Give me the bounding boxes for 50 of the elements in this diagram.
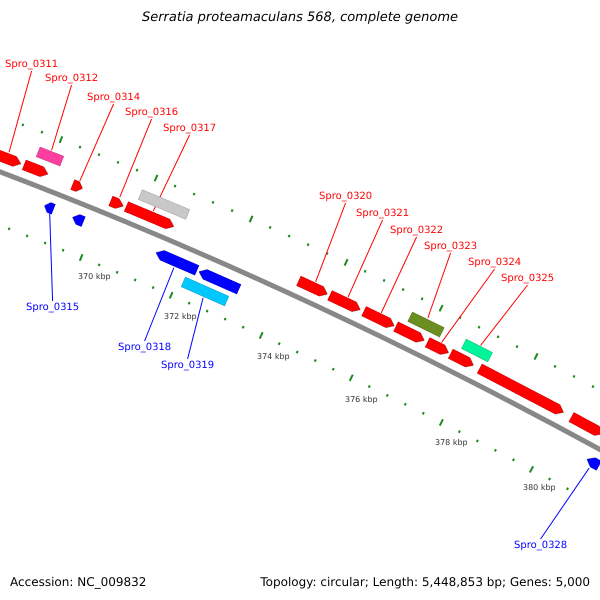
leader-line [441,268,496,344]
leader-line [540,468,590,540]
leader-line [49,213,54,302]
leader-line [144,267,174,342]
tick-label: 378 kbp [435,438,468,447]
gene-feature [42,200,56,214]
leader-line [51,84,72,151]
gene-label: Spro_0317 [163,123,216,134]
gene-feature [108,195,126,211]
gene-feature [22,160,51,180]
leader-line [315,202,346,282]
tick-label: 370 kbp [78,272,111,281]
gene-label: Spro_0323 [424,241,478,252]
leader-line [119,118,152,198]
gene-feature [584,454,600,471]
accession-text: Accession: NC_009832 [10,575,146,589]
leader-line [152,134,190,212]
leader-line [427,252,452,318]
leader-line [79,104,114,182]
leader-line [8,70,32,153]
gene-label: Spro_0315 [26,302,80,313]
gene-label: Spro_0324 [468,257,522,268]
gene-feature [70,212,86,227]
genome-info-text: Topology: circular; Length: 5,448,853 bp; Genes: 5,000 [260,575,590,589]
gene-label: Spro_0321 [356,208,410,219]
gene-label: Spro_0312 [45,73,98,84]
gene-label: Spro_0318 [118,342,172,353]
leader-line [348,220,384,298]
leader-line [380,236,418,314]
gene-label: Spro_0328 [514,540,568,551]
tick-label: 372 kbp [164,312,197,321]
gene-label: Spro_0322 [390,225,444,236]
gene-feature [568,412,600,439]
tick-label: 374 kbp [257,352,290,361]
gene-block [36,146,64,166]
gene-feature [0,148,24,169]
gene-label: Spro_0316 [125,107,178,118]
tick-label: 376 kbp [345,395,378,404]
gene-label: Spro_0311 [5,59,58,70]
gene-feature [153,248,200,276]
gene-label: Spro_0320 [319,191,372,202]
leader-line [187,297,204,360]
tick-label: 380 kbp [523,483,556,492]
leader-line [480,284,528,346]
gene-feature [70,180,84,194]
title: Serratia proteamaculans 568, complete genome [140,10,460,25]
gene-label: Spro_0314 [87,92,140,103]
gene-label: Spro_0325 [501,273,554,284]
gene-block [180,276,229,306]
gene-label: Spro_0319 [161,360,214,371]
